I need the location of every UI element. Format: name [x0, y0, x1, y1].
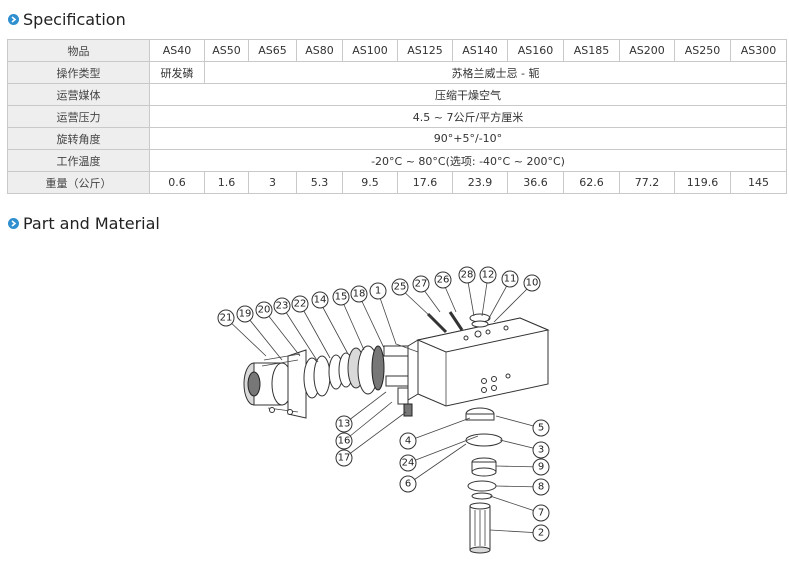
callout-11: 11 [501, 270, 519, 288]
svg-text:22: 22 [294, 299, 307, 310]
svg-text:20: 20 [258, 305, 271, 316]
svg-text:16: 16 [338, 436, 351, 447]
weight-cell: 0.6 [149, 171, 205, 194]
row-weight: 重量（公斤） 0.6 1.6 3 5.3 9.5 17.6 23.9 36.6 … [7, 171, 787, 194]
chevron-right-icon [8, 14, 19, 25]
model-cell: AS80 [296, 39, 343, 62]
weight-cell: 62.6 [563, 171, 620, 194]
weight-cell: 1.6 [204, 171, 249, 194]
callout-17: 17 [335, 449, 353, 467]
svg-text:1: 1 [375, 286, 381, 297]
svg-text:14: 14 [314, 295, 327, 306]
row-label: 重量（公斤） [7, 171, 150, 194]
svg-text:23: 23 [276, 301, 289, 312]
callout-4: 4 [399, 432, 417, 450]
callout-16: 16 [335, 432, 353, 450]
callout-5: 5 [532, 419, 550, 437]
svg-text:13: 13 [338, 419, 351, 430]
row-rotation: 旋转角度 90°+5°/-10° [7, 127, 787, 150]
svg-text:3: 3 [538, 445, 544, 456]
callout-10: 10 [523, 274, 541, 292]
model-cell: AS65 [248, 39, 297, 62]
svg-text:7: 7 [538, 508, 544, 519]
model-cell: AS250 [674, 39, 731, 62]
callout-6: 6 [399, 475, 417, 493]
callout-7: 7 [532, 504, 550, 522]
callout-26: 26 [434, 271, 452, 289]
svg-text:28: 28 [461, 270, 474, 281]
callout-28: 28 [458, 266, 476, 284]
callout-14: 14 [311, 291, 329, 309]
svg-text:9: 9 [538, 462, 544, 473]
leader-lines [225, 275, 542, 534]
part-material-heading: Part and Material [8, 214, 160, 233]
model-cell: AS160 [507, 39, 564, 62]
end-cap-assembly [243, 349, 307, 419]
row-models: 物品 AS40 AS50 AS65 AS80 AS100 AS125 AS140… [7, 39, 787, 62]
callout-24: 24 [399, 454, 417, 472]
svg-text:18: 18 [353, 289, 366, 300]
callout-23: 23 [273, 297, 291, 315]
callout-20: 20 [255, 301, 273, 319]
model-cell: AS300 [730, 39, 787, 62]
svg-text:24: 24 [402, 458, 415, 469]
weight-cell: 5.3 [296, 171, 343, 194]
svg-text:2: 2 [538, 528, 544, 539]
row-label: 操作类型 [7, 61, 150, 84]
row-label: 旋转角度 [7, 127, 150, 150]
weight-cell: 9.5 [342, 171, 398, 194]
svg-text:8: 8 [538, 482, 544, 493]
specification-heading: Specification [8, 10, 126, 29]
svg-text:4: 4 [405, 436, 411, 447]
callout-19: 19 [236, 305, 254, 323]
svg-text:15: 15 [335, 292, 348, 303]
svg-text:12: 12 [482, 270, 495, 281]
callout-12: 12 [479, 266, 497, 284]
weight-cell: 77.2 [619, 171, 675, 194]
springs-and-pistons [303, 345, 413, 417]
specification-table: 物品 AS40 AS50 AS65 AS80 AS100 AS125 AS140… [7, 39, 787, 194]
callout-13: 13 [335, 415, 353, 433]
svg-text:10: 10 [526, 278, 539, 289]
svg-text:11: 11 [504, 274, 517, 285]
callout-25: 25 [391, 278, 409, 296]
callout-1: 1 [369, 282, 387, 300]
callout-2: 2 [532, 524, 550, 542]
callout-8: 8 [532, 478, 550, 496]
row-label: 工作温度 [7, 149, 150, 172]
weight-cell: 119.6 [674, 171, 731, 194]
specification-title: Specification [23, 10, 126, 29]
callout-21: 21 [217, 309, 235, 327]
actuator-body [407, 317, 550, 407]
svg-text:19: 19 [239, 309, 252, 320]
callout-3: 3 [532, 441, 550, 459]
callout-18: 18 [350, 285, 368, 303]
callout-22: 22 [291, 295, 309, 313]
drive-shaft-stack [465, 407, 503, 554]
weight-cell: 145 [730, 171, 787, 194]
svg-text:17: 17 [338, 453, 351, 464]
svg-text:6: 6 [405, 479, 411, 490]
svg-text:21: 21 [220, 313, 233, 324]
svg-text:5: 5 [538, 423, 544, 434]
svg-text:25: 25 [394, 282, 407, 293]
callout-9: 9 [532, 458, 550, 476]
chevron-right-icon [8, 218, 19, 229]
svg-text:26: 26 [437, 275, 450, 286]
callout-15: 15 [332, 288, 350, 306]
svg-text:27: 27 [415, 279, 428, 290]
part-material-title: Part and Material [23, 214, 160, 233]
callout-27: 27 [412, 275, 430, 293]
row-label: 运营压力 [7, 105, 150, 128]
weight-cell: 23.9 [452, 171, 508, 194]
